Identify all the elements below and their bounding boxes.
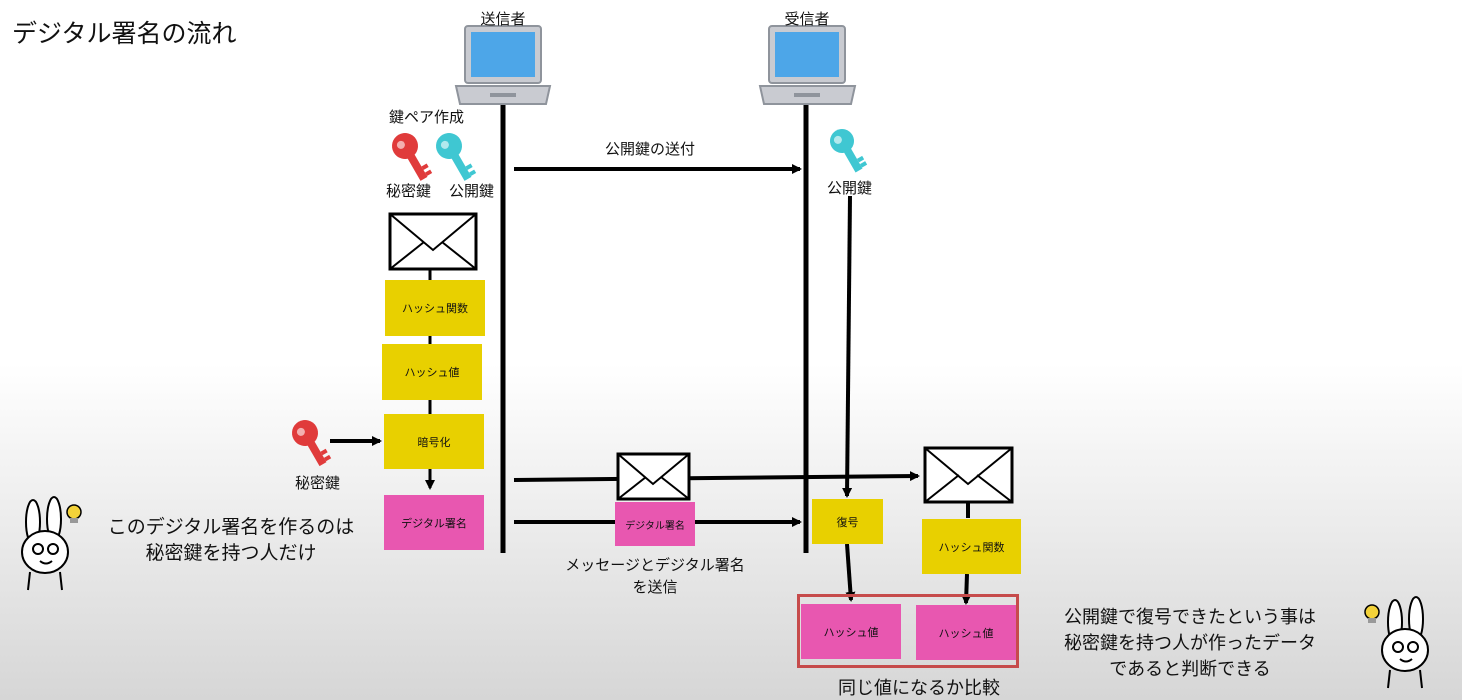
hash-value-box: ハッシュ値 <box>382 344 482 400</box>
public-key-send-label: 公開鍵の送付 <box>604 140 695 158</box>
right-rabbit-icon <box>1381 596 1429 689</box>
transfer-signature-box: デジタル署名 <box>615 502 695 546</box>
left-bulb-icon <box>66 504 82 523</box>
receiver-public-key-label: 公開鍵 <box>827 179 873 197</box>
right-note: 公開鍵で復号できたという事は 秘密鍵を持つ人が作ったデータ であると判断できる <box>1064 607 1316 680</box>
receiver-hash-function-box: ハッシュ関数 <box>922 519 1021 574</box>
page-title: デジタル署名の流れ <box>12 19 237 48</box>
encrypt-box: 暗号化 <box>384 414 484 469</box>
hash-function-box: ハッシュ関数 <box>385 280 485 336</box>
compare-label: 同じ値になるか比較 <box>838 678 1000 699</box>
private-key-label: 秘密鍵 <box>386 182 432 200</box>
message-send-label: メッセージとデジタル署名 を送信 <box>565 556 745 596</box>
compare-frame <box>797 594 1019 668</box>
decrypted-hash-value-box: ハッシュ値 <box>801 604 901 659</box>
computed-hash-value-box: ハッシュ値 <box>916 605 1016 660</box>
left-note: このデジタル署名を作るのは 秘密鍵を持つ人だけ <box>107 516 355 564</box>
sender-laptop-icon <box>454 25 552 105</box>
input-private-key-icon <box>292 420 332 467</box>
receiver-laptop-icon <box>758 25 857 105</box>
hashfn-to-hash-arrow <box>961 573 972 605</box>
public-key-to-decrypt-arrow <box>842 195 853 498</box>
receiver-envelope-icon <box>923 446 1014 504</box>
sender-envelope-icon <box>388 212 478 271</box>
decrypt-to-hash-arrow <box>845 543 856 602</box>
receiver-label: 受信者 <box>784 10 830 28</box>
receiver-public-key-icon <box>830 129 868 173</box>
signature-box: デジタル署名 <box>384 495 484 550</box>
input-private-key-label: 秘密鍵 <box>295 474 341 492</box>
private-key-icon <box>392 133 433 181</box>
public-key-label: 公開鍵 <box>449 182 495 200</box>
right-bulb-icon <box>1364 604 1380 623</box>
left-rabbit-icon <box>21 496 69 591</box>
message-arrow <box>513 471 920 482</box>
public-key-icon <box>436 133 477 181</box>
sender-label: 送信者 <box>480 10 526 28</box>
keypair-label: 鍵ペア作成 <box>389 108 465 126</box>
decrypt-box: 復号 <box>812 499 883 544</box>
transfer-envelope-icon <box>616 452 691 501</box>
